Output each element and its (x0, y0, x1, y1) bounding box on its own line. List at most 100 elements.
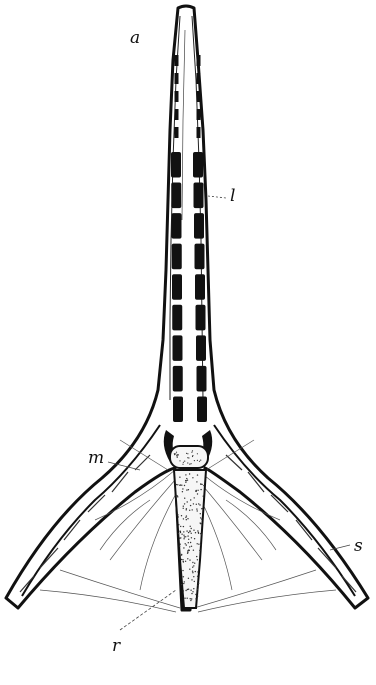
stipple-dot (188, 542, 189, 543)
stipple-dot (200, 544, 201, 545)
stipple-dot (190, 590, 191, 591)
stipple-dot (187, 457, 188, 458)
stipple-dot (179, 485, 180, 486)
stipple-dot (175, 453, 176, 454)
stipple-dot (198, 503, 199, 504)
stipple-dot (187, 480, 188, 481)
right-segment-upper-2 (197, 73, 201, 84)
label-s: s (354, 538, 363, 555)
stipple-dot (189, 464, 190, 465)
stipple-dot (184, 536, 185, 537)
stipple-dot (185, 561, 186, 562)
stipple-dot (193, 550, 194, 551)
stipple-dot (187, 462, 188, 463)
stipple-dot (192, 572, 193, 573)
stipple-dot (200, 513, 201, 514)
stipple-dot (196, 481, 197, 482)
central-bone (174, 470, 206, 608)
stipple-dot (183, 518, 184, 519)
stipple-dot (187, 589, 188, 590)
stipple-dot (190, 542, 191, 543)
right-segment-5 (195, 274, 205, 300)
right-segment-upper-4 (197, 109, 201, 120)
stipple-dot (187, 598, 188, 599)
stipple-dot (183, 531, 184, 532)
stipple-dot (184, 581, 185, 582)
stipple-dot (183, 508, 184, 509)
stipple-dot (178, 533, 179, 534)
stipple-dot (196, 508, 197, 509)
left-segment-1 (171, 152, 181, 178)
stipple-dot (197, 571, 198, 572)
stipple-dot (186, 515, 187, 516)
stipple-dot (183, 526, 184, 527)
right-segment-6 (196, 305, 206, 331)
stipple-dot (200, 522, 201, 523)
stipple-dot (179, 477, 180, 478)
left-segment-upper-1 (175, 55, 179, 66)
stipple-dot (194, 581, 195, 582)
left-segment-upper-3 (175, 91, 179, 102)
stipple-dot (182, 570, 183, 571)
right-segment-2 (194, 183, 204, 209)
stipple-dot (195, 594, 196, 595)
left-segment-7 (173, 335, 183, 361)
stipple-dot (190, 598, 191, 599)
stipple-dot (193, 565, 194, 566)
stipple-dot (183, 538, 184, 539)
stipple-dot (177, 456, 178, 457)
stipple-dot (198, 532, 199, 533)
stipple-dot (187, 453, 188, 454)
stipple-dot (201, 508, 202, 509)
stipple-dot (189, 559, 190, 560)
stipple-dot (201, 484, 202, 485)
articular-head (170, 446, 208, 468)
right-segment-4 (195, 244, 205, 270)
stipple-dot (183, 506, 184, 507)
stipple-dot (193, 530, 194, 531)
stipple-dot (191, 546, 192, 547)
label-m: m (88, 450, 104, 467)
stipple-dot (192, 562, 193, 563)
stipple-dot (195, 490, 196, 491)
stipple-dot (200, 460, 201, 461)
left-segment-4 (172, 244, 182, 270)
stipple-dot (184, 461, 185, 462)
stipple-dot (194, 460, 195, 461)
stipple-dot (188, 457, 189, 458)
stipple-dot (188, 589, 189, 590)
label-r: r (112, 638, 120, 655)
stipple-dot (185, 480, 186, 481)
stipple-dot (188, 578, 189, 579)
stipple-dot (196, 504, 197, 505)
stipple-dot (199, 550, 200, 551)
stipple-dot (195, 571, 196, 572)
stipple-dot (201, 534, 202, 535)
stipple-dot (183, 462, 184, 463)
right-segment-upper-3 (197, 91, 201, 102)
stipple-dot (190, 505, 191, 506)
stipple-dot (180, 531, 181, 532)
label-l: l (230, 188, 235, 205)
stipple-dot (197, 559, 198, 560)
stipple-dot (192, 509, 193, 510)
stipple-dot (191, 452, 192, 453)
stipple-dot (194, 563, 195, 564)
stipple-dot (200, 489, 201, 490)
stipple-dot (181, 485, 182, 486)
stipple-dot (191, 528, 192, 529)
left-segment-upper-4 (175, 109, 179, 120)
stipple-dot (179, 545, 180, 546)
left-segment-upper-2 (175, 73, 179, 84)
stipple-dot (188, 532, 189, 533)
stipple-dot (190, 600, 191, 601)
stipple-dot (180, 537, 181, 538)
stipple-dot (197, 530, 198, 531)
stipple-dot (181, 554, 182, 555)
stipple-dot (195, 532, 196, 533)
stipple-dot (188, 489, 189, 490)
right-segment-upper-5 (197, 127, 201, 138)
stipple-dot (199, 461, 200, 462)
